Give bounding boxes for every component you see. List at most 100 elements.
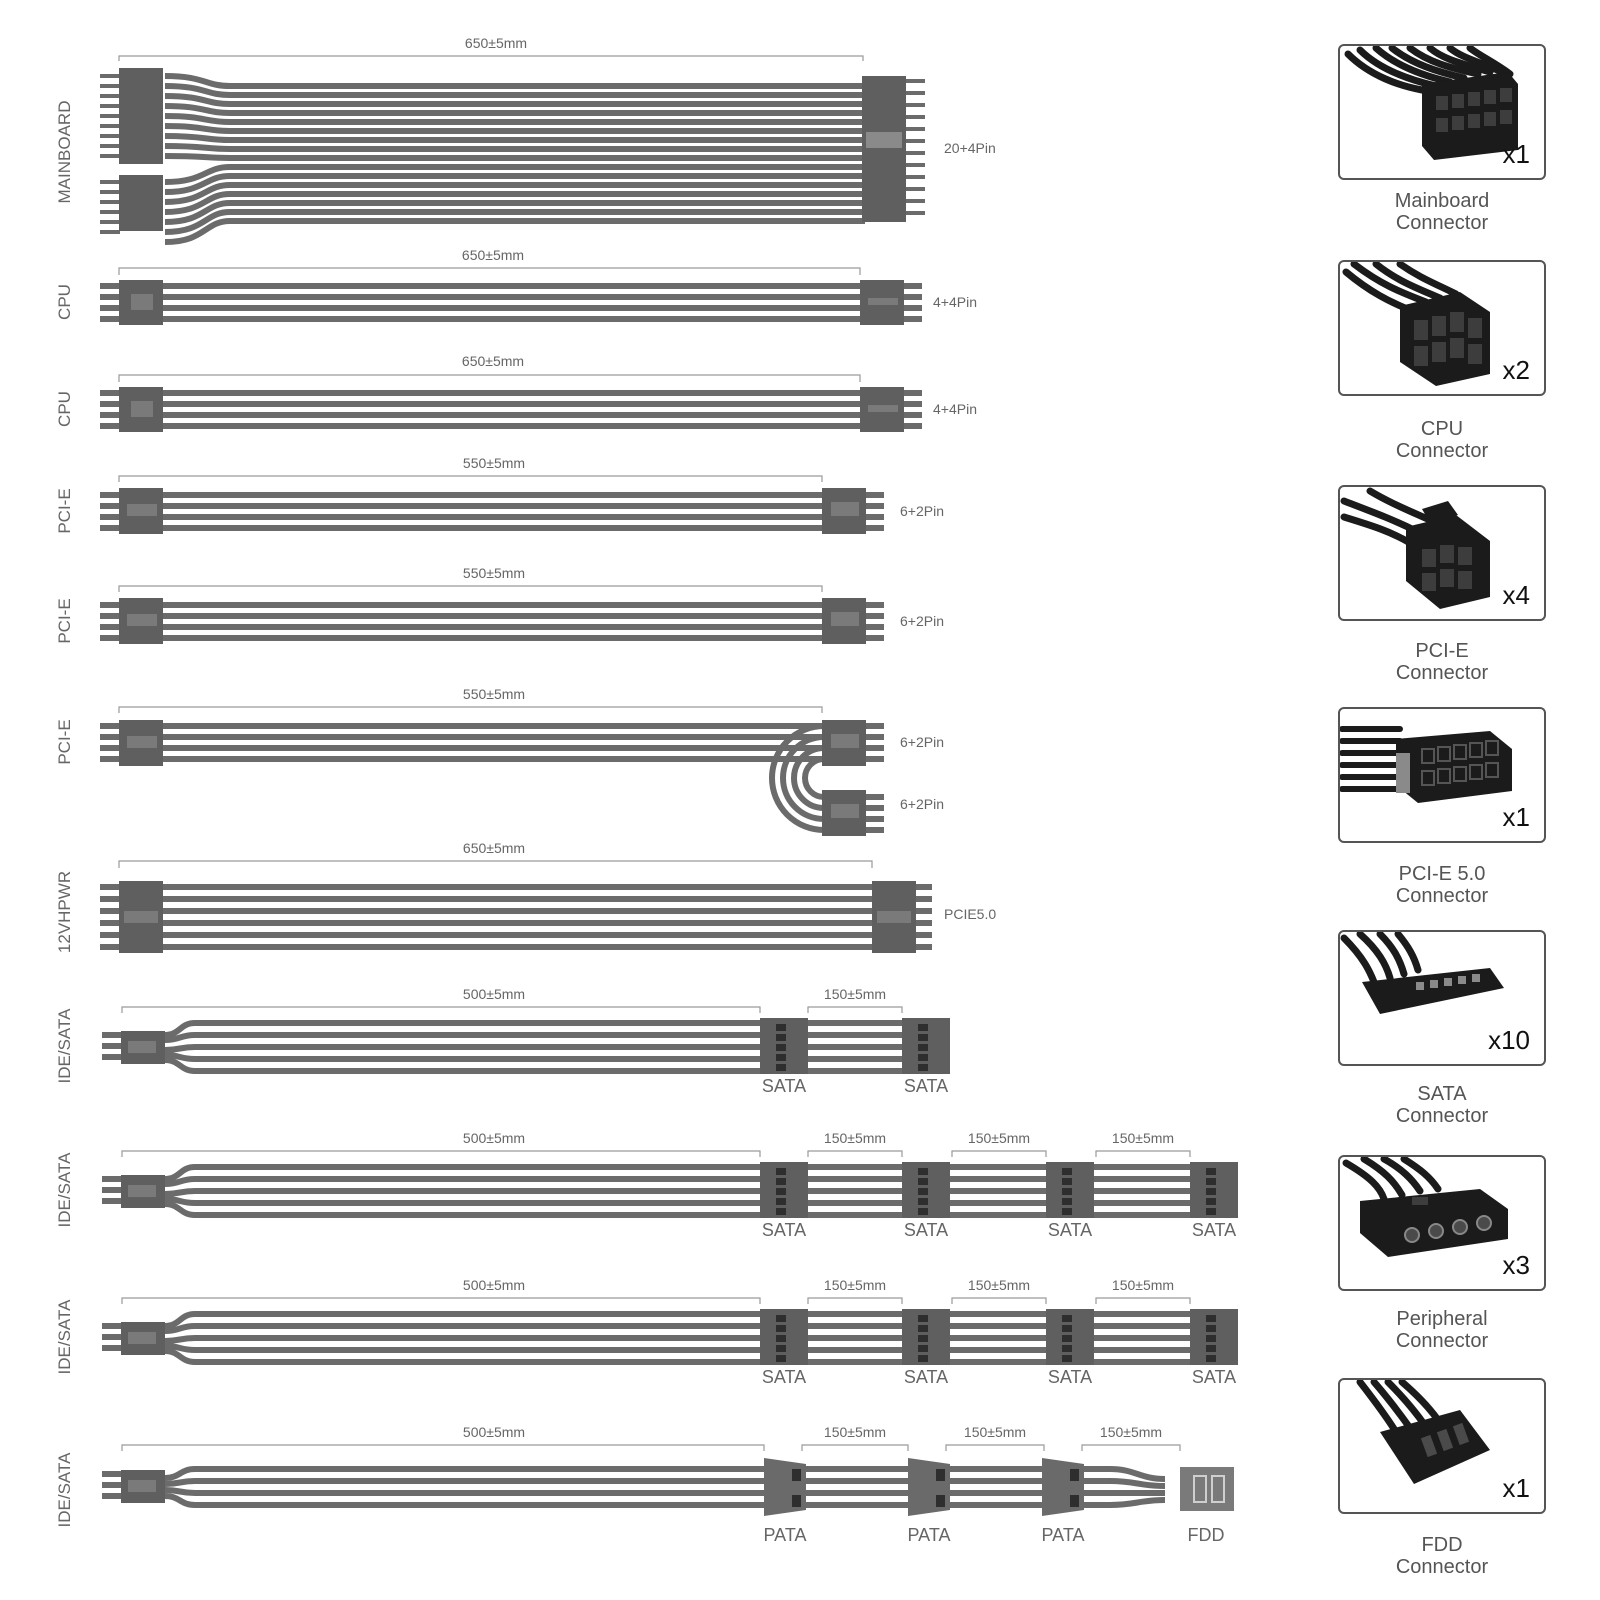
plug-latch [868,298,898,305]
pcie5-12vhpwr-connector-icon [1340,726,1512,803]
dimension-line [118,860,873,868]
dimension-line [118,475,823,482]
plug-latch [866,132,902,148]
connector-name: CPU [1420,418,1464,440]
cable-row-pcie-3: PCI-E 550±5mm 6+2Pin 6+2Pin [55,686,944,836]
molex-connector-icon [1342,1157,1508,1257]
dimension-line [807,1006,903,1013]
cable-wires [102,1020,950,1074]
fdd-connector-icon [1356,1380,1490,1484]
quantity-label: x1 [1502,802,1530,832]
row-label: CPU [55,391,74,427]
dimension-line [951,1297,1047,1304]
plug-latch [124,911,158,923]
pata-molex-plug [764,1458,806,1516]
pata-molex-plug [908,1458,950,1516]
dimension-label: 150±5mm [824,1277,886,1293]
dimension-line [118,267,861,275]
connector-caption: PCI-E Connector [1338,640,1546,684]
dimension-label: 150±5mm [968,1130,1030,1146]
sata-plug [760,1162,808,1218]
end-label: 6+2Pin [900,796,944,812]
connector-sub: Connector [1395,440,1489,462]
dimension-label: 150±5mm [824,1130,886,1146]
end-label: 20+4Pin [944,140,996,156]
connector-caption: Mainboard Connector [1338,190,1546,234]
plug-latch [128,1480,156,1492]
cable-wires [102,1466,1166,1508]
plug-latch [868,405,898,412]
dimension-line [118,55,864,61]
psu-plug [119,175,163,231]
end-label: SATA [904,1076,948,1096]
end-label: SATA [762,1367,806,1387]
sata-connector-icon [1340,932,1504,1014]
dimension-label: 150±5mm [1112,1130,1174,1146]
connector-caption: PCI-E 5.0 Connector [1338,863,1546,907]
end-label: PATA [763,1525,806,1545]
plug-latch [128,1332,156,1344]
cable-row-sata-3: IDE/SATA 500±5mm 150±5mm 150±5mm 150±5mm [55,1277,1238,1387]
pin-stubs-right [905,79,925,215]
dimension-label: 500±5mm [463,1277,525,1293]
dimension-label: 550±5mm [463,686,525,702]
dimension-line [118,585,823,592]
row-label: MAINBOARD [55,101,74,204]
end-label: SATA [762,1220,806,1240]
sata-plug [902,1018,950,1074]
row-label: CPU [55,284,74,320]
connector-card-pcie5: x1 [1338,707,1546,843]
dimension-label: 550±5mm [463,455,525,471]
quantity-label: x10 [1488,1025,1530,1055]
connector-card-pcie: x4 [1338,485,1546,621]
plug-latch [127,504,157,516]
row-label: IDE/SATA [55,1299,74,1375]
plug-latch [127,614,157,626]
cable-wires [100,723,884,833]
quantity-label: x2 [1502,355,1530,385]
dimension-line [945,1444,1045,1451]
end-label: PCIE5.0 [944,906,996,922]
dimension-label: 150±5mm [824,986,886,1002]
dimension-line [1095,1297,1191,1304]
cable-row-mainboard: MAINBOARD 650±5mm [55,35,996,245]
quantity-label: x3 [1502,1250,1530,1280]
connector-name: PCI-E [1415,640,1469,662]
pin-stubs-left [100,74,120,234]
cable-row-pcie-2: PCI-E 550±5mm 6+2Pin [55,565,944,644]
dimension-label: 500±5mm [463,1130,525,1146]
dimension-label: 150±5mm [1112,1277,1174,1293]
end-label: SATA [1048,1367,1092,1387]
connector-card-fdd: x1 [1338,1378,1546,1514]
plug-latch [831,502,859,516]
cable-row-cpu-2: CPU 650±5mm 4+4Pin [55,353,977,432]
quantity-label: x4 [1502,580,1530,610]
end-label: SATA [904,1367,948,1387]
fdd-plug [1180,1467,1234,1511]
connector-name: Mainboard [1394,190,1490,212]
end-label: PATA [907,1525,950,1545]
dimension-line [1081,1444,1181,1451]
dimension-label: 150±5mm [964,1424,1026,1440]
sata-plug [760,1018,808,1074]
dimension-label: 550±5mm [463,565,525,581]
connector-caption: Peripheral Connector [1338,1308,1546,1352]
connector-sub: Connector [1395,662,1489,684]
cable-wires [102,1311,1236,1365]
connector-name: Peripheral [1396,1308,1488,1330]
dimension-label: 150±5mm [824,1424,886,1440]
plug-latch [128,1041,156,1053]
cable-wires [100,884,932,950]
plug-latch [877,911,911,923]
cable-row-12vhpwr: 12VHPWR 650±5mm PCIE5.0 [55,840,996,953]
plug-latch [131,294,153,310]
row-label: PCI-E [55,488,74,533]
dimension-label: 650±5mm [465,35,527,51]
connector-sub: Connector [1395,212,1489,234]
dimension-label: 650±5mm [463,840,525,856]
connector-name: PCI-E 5.0 [1398,863,1486,885]
end-label: 6+2Pin [900,503,944,519]
cable-row-pcie-1: PCI-E 550±5mm 6+2Pin [55,455,944,534]
end-label: SATA [1048,1220,1092,1240]
plug-latch [128,1185,156,1197]
